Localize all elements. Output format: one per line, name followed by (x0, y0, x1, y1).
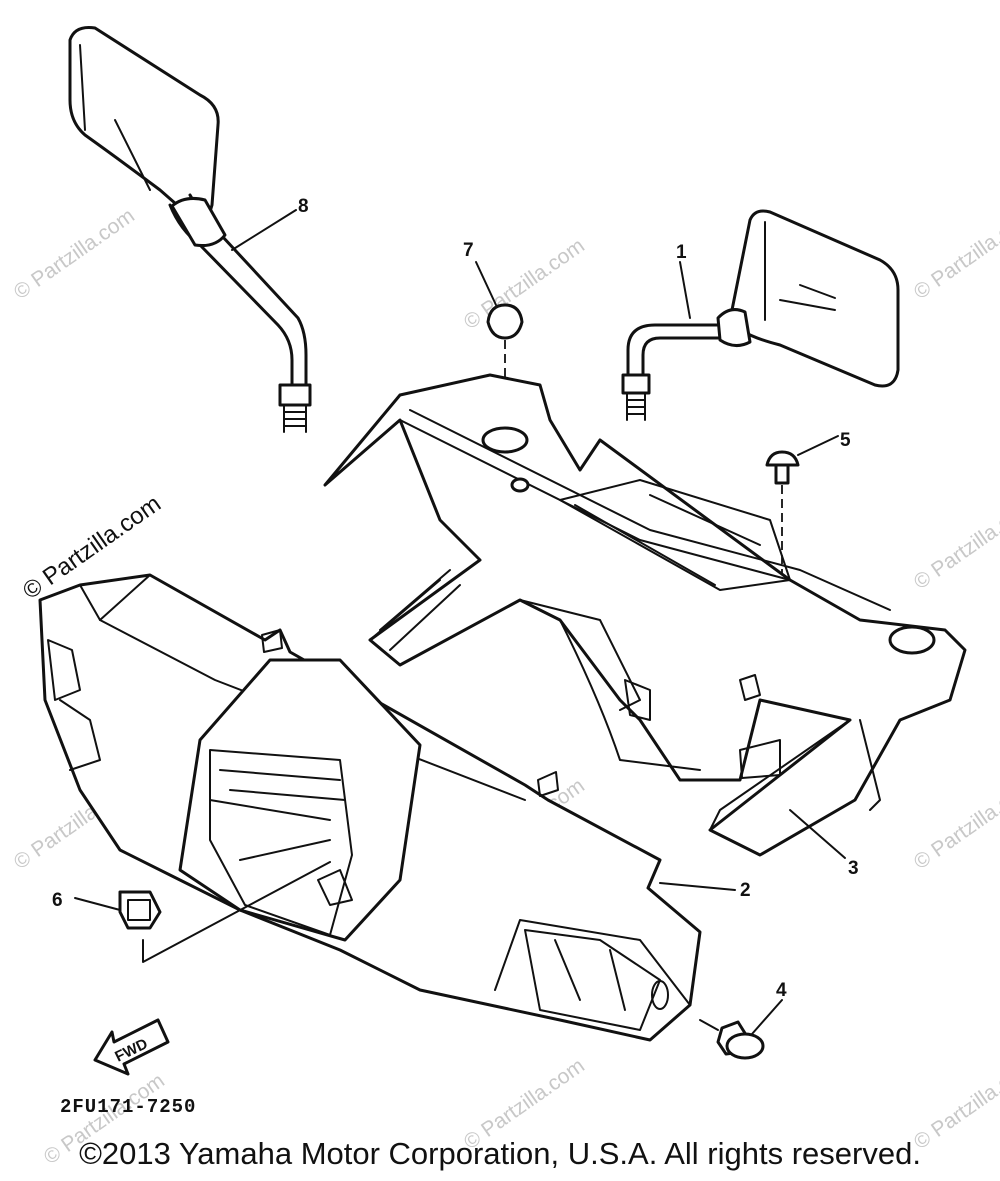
callout-7: 7 (463, 240, 474, 261)
outer-cover-part (38, 573, 702, 1042)
callout-1: 1 (676, 242, 687, 263)
nut-part (118, 861, 331, 963)
watermark: © Partzilla.com (910, 204, 1000, 304)
inner-panel-part (323, 373, 967, 857)
leader-line-3 (789, 809, 846, 859)
leader-line-6 (74, 897, 121, 911)
bolt-part (699, 1019, 765, 1060)
callout-4: 4 (776, 980, 787, 1001)
watermark: © Partzilla.com (910, 774, 1000, 874)
callout-6: 6 (52, 890, 63, 911)
leader-line-1 (679, 261, 691, 319)
leader-line-7 (475, 261, 497, 306)
leader-line-2 (659, 882, 736, 891)
watermark: © Partzilla.com (460, 234, 589, 334)
leader-line-4 (751, 999, 783, 1035)
callout-3: 3 (848, 858, 859, 879)
diagram-reference-code: 2FU171-7250 (60, 1096, 197, 1118)
callout-8: 8 (298, 196, 309, 217)
forward-direction-arrow: FWD (93, 1018, 170, 1076)
callout-2: 2 (740, 880, 751, 901)
leader-line-5 (797, 435, 839, 456)
leader-line-8 (231, 209, 297, 251)
callout-5: 5 (840, 430, 851, 451)
copyright-notice: ©2013 Yamaha Motor Corporation, U.S.A. A… (79, 1136, 921, 1171)
watermark: © Partzilla.com (10, 204, 139, 304)
right-mirror-part (621, 209, 900, 421)
watermark: © Partzilla.com (910, 494, 1000, 594)
left-mirror-part (68, 26, 312, 433)
